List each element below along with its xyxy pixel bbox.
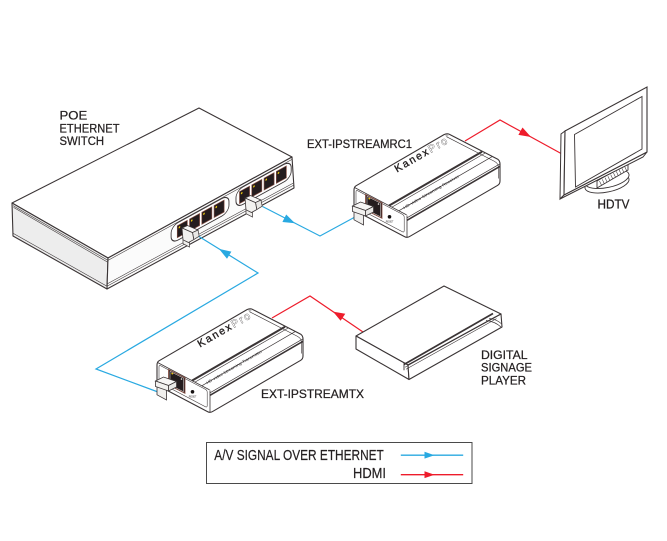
svg-text:RESET: RESET <box>189 397 197 399</box>
svg-text:EXT-IPSTREAMTX: EXT-IPSTREAMTX <box>261 387 364 401</box>
svg-text:HDMI: HDMI <box>353 466 386 482</box>
svg-text:HDTV: HDTV <box>598 198 631 212</box>
svg-text:DIGITAL: DIGITAL <box>481 348 528 362</box>
svg-text:®: ® <box>445 133 450 138</box>
svg-text:RESET: RESET <box>386 222 394 224</box>
svg-text:SWITCH: SWITCH <box>60 134 105 148</box>
svg-text:®: ® <box>248 308 253 313</box>
svg-text:A/V SIGNAL OVER ETHERNET: A/V SIGNAL OVER ETHERNET <box>214 448 384 464</box>
svg-text:PLAYER: PLAYER <box>481 373 526 387</box>
svg-text:SIGNAGE: SIGNAGE <box>481 361 532 375</box>
svg-text:POE: POE <box>60 109 88 123</box>
svg-text:ETHERNET: ETHERNET <box>60 121 120 135</box>
svg-text:EXT-IPSTREAMRC1: EXT-IPSTREAMRC1 <box>307 137 412 151</box>
